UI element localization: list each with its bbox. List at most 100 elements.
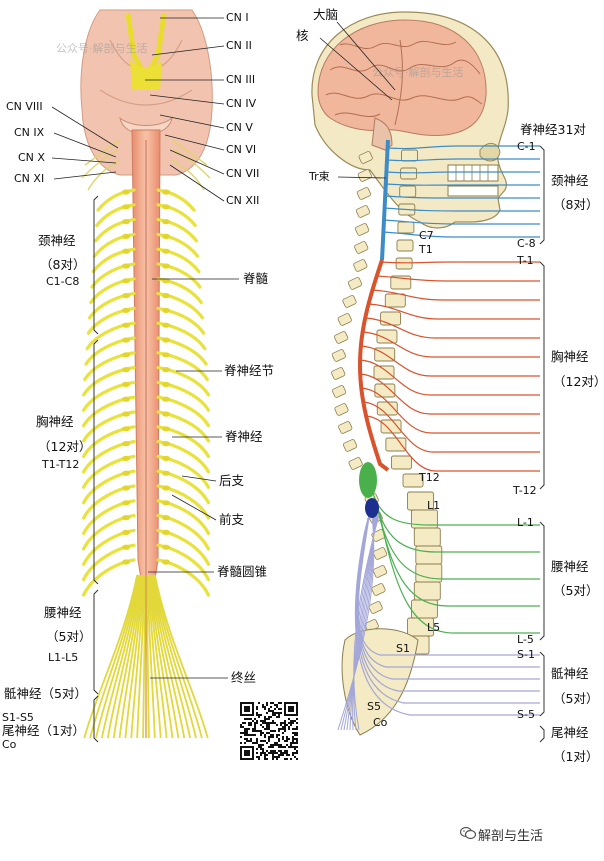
qr-module <box>268 728 270 730</box>
right-lumbar-count: （5对） <box>553 583 599 598</box>
qr-module <box>262 720 264 722</box>
qr-module <box>258 744 260 746</box>
qr-module <box>262 706 264 708</box>
ganglion <box>162 189 170 195</box>
qr-module <box>278 740 280 742</box>
vertebral-body <box>415 545 443 565</box>
spinous-process <box>337 313 352 326</box>
qr-module <box>242 732 244 734</box>
ganglion <box>162 263 170 269</box>
qr-module <box>266 704 268 706</box>
spinal-nerve-branch <box>156 188 196 212</box>
qr-module <box>268 752 270 754</box>
cn2-label: CN II <box>226 39 252 52</box>
qr-module <box>296 740 298 742</box>
cauda-equina-root <box>147 574 162 739</box>
cauda-equina-root <box>95 574 140 739</box>
spinous-process <box>347 277 363 290</box>
spinal-nerve-branch <box>82 410 136 443</box>
thoracic-nerve <box>360 373 540 415</box>
qr-module <box>256 706 258 708</box>
spinous-process <box>342 295 357 308</box>
thoracic-nerve <box>368 303 540 320</box>
ganglion <box>162 411 170 417</box>
qr-module <box>254 742 256 744</box>
ganglion <box>122 352 130 358</box>
qr-module <box>256 752 258 754</box>
qr-module <box>256 740 258 742</box>
qr-module <box>290 722 292 724</box>
ganglion <box>162 470 170 476</box>
qr-module <box>262 752 264 754</box>
qr-module <box>278 728 280 730</box>
qr-module <box>274 722 276 724</box>
qr-module <box>288 718 290 720</box>
cn7-label: CN VII <box>226 167 260 180</box>
cauda-equina-root <box>136 574 146 739</box>
qr-module <box>288 754 290 756</box>
qr-module <box>294 746 296 748</box>
thoracic-nerve <box>363 401 540 453</box>
qr-module <box>268 738 270 740</box>
qr-module <box>266 702 268 704</box>
ganglion <box>162 293 170 299</box>
spinous-process <box>342 439 358 452</box>
qr-module <box>290 724 292 726</box>
qr-module <box>260 744 262 746</box>
qr-module <box>254 718 256 720</box>
thoracic-nerve <box>366 415 540 472</box>
qr-module <box>292 738 294 740</box>
qr-module <box>280 728 282 730</box>
right-cervical-name: 颈神经 <box>551 173 589 188</box>
total-pairs-label: 脊神经31对 <box>520 122 586 137</box>
sacral-nerve <box>354 529 540 716</box>
qr-module <box>258 714 260 716</box>
qr-module <box>284 728 286 730</box>
qr-module <box>266 732 268 734</box>
qr-module <box>262 748 264 750</box>
spinal-nerve-branch <box>84 336 136 366</box>
qr-module <box>276 742 278 744</box>
qr-module <box>282 746 284 748</box>
t1-label: T-1 <box>517 254 534 267</box>
qr-module <box>254 722 256 724</box>
right-thoracic-count: （12对） <box>553 374 604 389</box>
qr-module <box>266 726 268 728</box>
qr-module <box>268 708 270 710</box>
qr-module <box>246 732 248 734</box>
cauda-equina-root <box>148 574 168 739</box>
cervical-nerve <box>384 207 540 212</box>
spinous-process <box>332 385 347 398</box>
ganglion <box>122 470 130 476</box>
qr-module <box>272 720 274 722</box>
t12-label: T-12 <box>513 484 537 497</box>
qr-module <box>262 744 264 746</box>
qr-module <box>288 738 290 740</box>
ganglion <box>122 426 130 432</box>
vertebral-body <box>400 167 418 180</box>
spinous-process <box>355 223 370 236</box>
ganglion <box>162 381 170 387</box>
qr-module <box>268 710 270 712</box>
conus-label: 脊髓圆锥 <box>217 564 268 579</box>
ganglion <box>122 307 130 313</box>
qr-module <box>278 754 280 756</box>
lumbar-nerve <box>375 501 540 580</box>
qr-module <box>278 734 280 736</box>
qr-module <box>244 730 246 732</box>
qr-module <box>250 722 252 724</box>
qr-module <box>246 734 248 736</box>
qr-module <box>284 724 286 726</box>
ganglion <box>162 559 170 565</box>
spinal-nerve-branch <box>156 380 210 412</box>
ganglion <box>122 485 130 491</box>
spinous-process <box>334 331 349 344</box>
qr-module <box>272 714 274 716</box>
spinal-nerve-branch <box>156 232 200 258</box>
qr-module <box>246 728 248 730</box>
right-thoracic-name: 胸神经 <box>551 349 589 364</box>
thoracic-nerve <box>360 359 540 396</box>
left-thoracic-name: 胸神经 <box>36 414 74 429</box>
qr-module <box>292 740 294 742</box>
qr-module <box>262 750 264 752</box>
